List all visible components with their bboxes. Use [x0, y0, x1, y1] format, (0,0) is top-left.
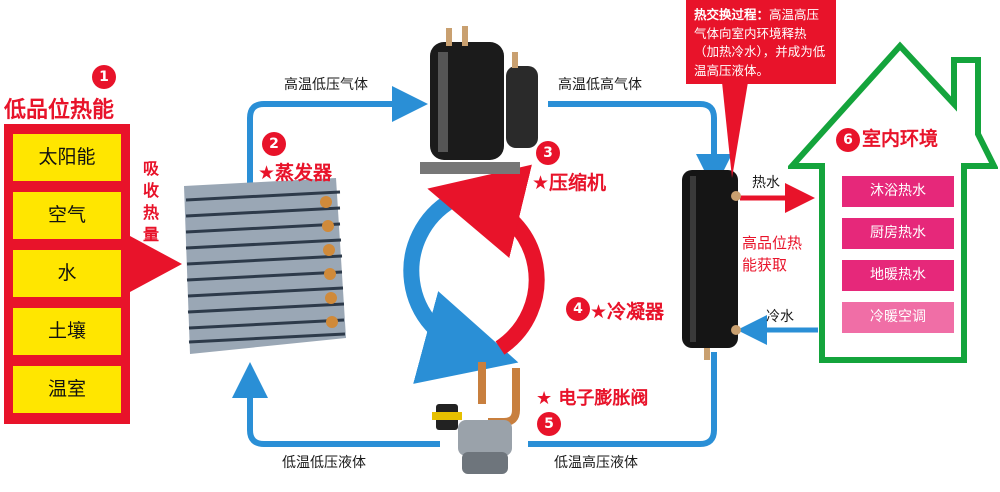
flow-label-bottom-left: 低温低压液体: [282, 452, 366, 472]
expansion-valve-label: ★ 电子膨胀阀: [536, 384, 648, 410]
step-number-5: 5: [537, 412, 561, 436]
note-pointer: [722, 82, 752, 182]
absorb-heat-label: 吸 收 热 量: [143, 158, 163, 246]
hot-water-label: 热水: [752, 172, 780, 192]
source-water: 水: [13, 250, 121, 297]
evaporator-image: [170, 178, 360, 356]
use-floor-heating: 地暖热水: [842, 260, 954, 291]
flow-label-top-left: 高温低压气体: [284, 74, 368, 94]
compressor-label: ★压缩机: [532, 168, 606, 195]
heat-source-panel: 太阳能 空气 水 土壤 温室: [4, 124, 130, 424]
pipe-valve-to-evaporator: [250, 380, 440, 444]
source-greenhouse: 温室: [13, 366, 121, 413]
compressor-image: [416, 22, 546, 184]
cycle-arrow-blue: [411, 200, 472, 350]
step-number-4: 4: [566, 297, 590, 321]
source-soil: 土壤: [13, 308, 121, 355]
condenser-image: [676, 164, 746, 364]
indoor-environment-title: 室内环境: [862, 124, 938, 151]
source-solar: 太阳能: [13, 134, 121, 181]
step-number-1: 1: [92, 65, 116, 89]
use-air-conditioning: 冷暖空调: [842, 302, 954, 333]
low-grade-heat-title: 低品位热能: [4, 92, 114, 124]
flow-label-top-right: 高温低高气体: [558, 74, 642, 94]
cycle-arrow-red: [474, 200, 537, 348]
expansion-valve-image: [428, 356, 538, 488]
condenser-label: ★冷凝器: [590, 297, 664, 324]
evaporator-label: ★蒸发器: [258, 158, 332, 185]
use-shower-hot-water: 沐浴热水: [842, 176, 954, 207]
flow-label-bottom-right: 低温高压液体: [554, 452, 638, 472]
step-number-3: 3: [536, 141, 560, 165]
step-number-6: 6: [836, 128, 860, 152]
pipe-compressor-to-condenser: [548, 104, 714, 172]
heat-exchange-note-title: 热交换过程：: [694, 7, 769, 22]
use-kitchen-hot-water: 厨房热水: [842, 218, 954, 249]
step-number-2: 2: [262, 132, 286, 156]
source-air: 空气: [13, 192, 121, 239]
